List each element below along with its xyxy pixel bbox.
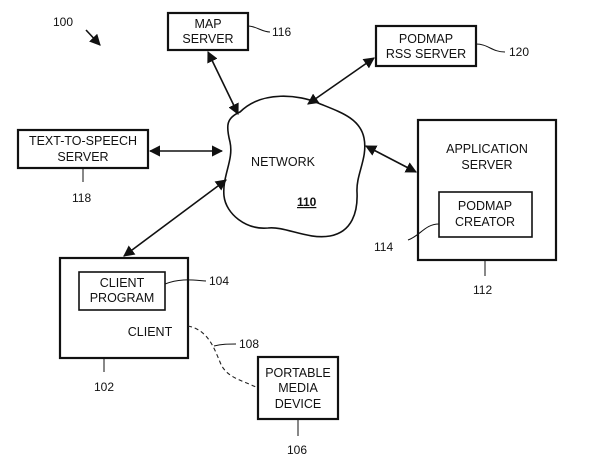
podmap-creator-ref-leader [407, 223, 440, 241]
client-program-box [78, 271, 166, 311]
map-server-ref-leader [247, 25, 271, 33]
portable-media-device-line2: MEDIA [278, 381, 318, 395]
tts-server-line1: TEXT-TO-SPEECH [29, 134, 137, 148]
application-server-line1: APPLICATION [446, 142, 528, 156]
podmap-creator-ref: 114 [374, 240, 393, 254]
map-server-ref: 116 [272, 25, 291, 39]
network-cloud [223, 95, 366, 238]
podmap-rss-line2: RSS SERVER [386, 47, 466, 61]
tts-server-box [16, 128, 150, 170]
client-network-link [123, 179, 227, 257]
client-label: CLIENT [128, 325, 173, 339]
podmap-rss-line1: PODMAP [399, 32, 453, 46]
network-ref: 110 [297, 195, 317, 209]
portable-media-device-line1: PORTABLE [265, 366, 331, 380]
podmap-rss-network-link [307, 57, 375, 105]
map-server-line2: SERVER [182, 32, 233, 46]
device-link-ref: 108 [239, 337, 259, 351]
map-server-network-link [207, 50, 239, 116]
figure-ref-arrow [85, 29, 101, 46]
client-ref: 102 [94, 380, 114, 394]
client-program-ref-leader [164, 279, 207, 285]
portable-media-device-ref: 106 [287, 443, 307, 457]
figure-ref-label: 100 [53, 15, 73, 29]
map-server-line1: MAP [194, 17, 221, 31]
podmap-rss-server-box [374, 24, 478, 68]
client-device-dashed-link [187, 325, 259, 389]
portable-media-device-line3: DEVICE [275, 397, 322, 411]
podmap-creator-box [438, 191, 533, 238]
map-server-box [166, 11, 250, 52]
application-server-ref: 112 [473, 283, 492, 297]
client-program-line1: CLIENT [100, 276, 145, 290]
podmap-rss-ref: 120 [509, 45, 529, 59]
application-server-network-link [365, 145, 417, 173]
tts-server-line2: SERVER [57, 150, 108, 164]
network-label: NETWORK [251, 155, 316, 169]
client-program-line2: PROGRAM [90, 291, 155, 305]
podmap-creator-line2: CREATOR [455, 215, 515, 229]
tts-server-ref: 118 [72, 191, 91, 205]
podmap-rss-ref-leader [475, 43, 506, 53]
application-server-box [416, 118, 558, 262]
application-server-line2: SERVER [461, 158, 512, 172]
podmap-creator-line1: PODMAP [458, 199, 512, 213]
device-link-ref-leader [213, 343, 237, 347]
client-program-ref: 104 [209, 274, 229, 288]
